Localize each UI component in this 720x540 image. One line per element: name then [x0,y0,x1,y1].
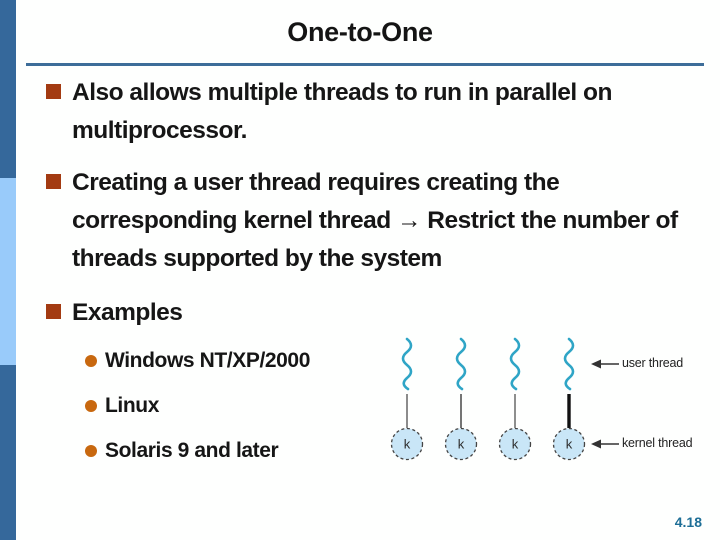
user-thread-label: user thread [622,356,684,370]
slide-title: One-to-One [287,17,433,47]
page-number: 4.18 [674,514,702,530]
bullet-text: Examples [72,299,183,326]
kernel-thread-label: kernel thread [622,436,693,450]
kernel-thread-circles [390,427,586,461]
bullet-square-icon [46,304,61,319]
example-text: Windows NT/XP/2000 [105,349,310,372]
bullet-square-icon [46,84,61,99]
kernel-k-label: k [566,437,573,452]
example-text: Linux [105,394,159,417]
bullet-item-kernel-thread: Creating a user thread requires creating… [46,164,704,278]
bullet-text: Creating a user thread requires creating… [72,169,678,272]
bullet-square-icon [46,174,61,189]
user-thread-squiggle-icons [401,337,575,391]
bullet-item-examples: Examples [46,294,704,332]
example-item-windows: Windows NT/XP/2000 [85,346,310,376]
bullet-text: Also allows multiple threads to run in p… [72,79,612,144]
kernel-k-label: k [458,437,465,452]
thread-diagram-graphic: k k k k [390,337,619,461]
circle-bullet-icon [85,355,97,367]
sidebar-segment-dark-top [0,0,16,178]
bullet-item-parallel: Also allows multiple threads to run in p… [46,74,704,150]
example-item-solaris: Solaris 9 and later [85,436,279,466]
example-item-linux: Linux [85,391,159,421]
left-arrowhead-icon [591,439,601,449]
sidebar-segment-light [0,178,16,365]
example-text: Solaris 9 and later [105,439,279,462]
thread-connector-lines [406,394,571,428]
kernel-k-label: k [512,437,519,452]
one-to-one-thread-diagram: k k k k user thread kernel thread [388,336,720,476]
kernel-k-label: k [404,437,411,452]
arrowheads [591,359,601,449]
circle-bullet-icon [85,445,97,457]
title-underline [26,63,704,66]
annotation-arrows [599,363,619,445]
sidebar-segment-dark-bottom [0,365,16,540]
left-arrowhead-icon [591,359,601,369]
circle-bullet-icon [85,400,97,412]
kernel-circle-labels: k k k k [404,437,573,452]
slide-sidebar-bar [0,0,16,540]
